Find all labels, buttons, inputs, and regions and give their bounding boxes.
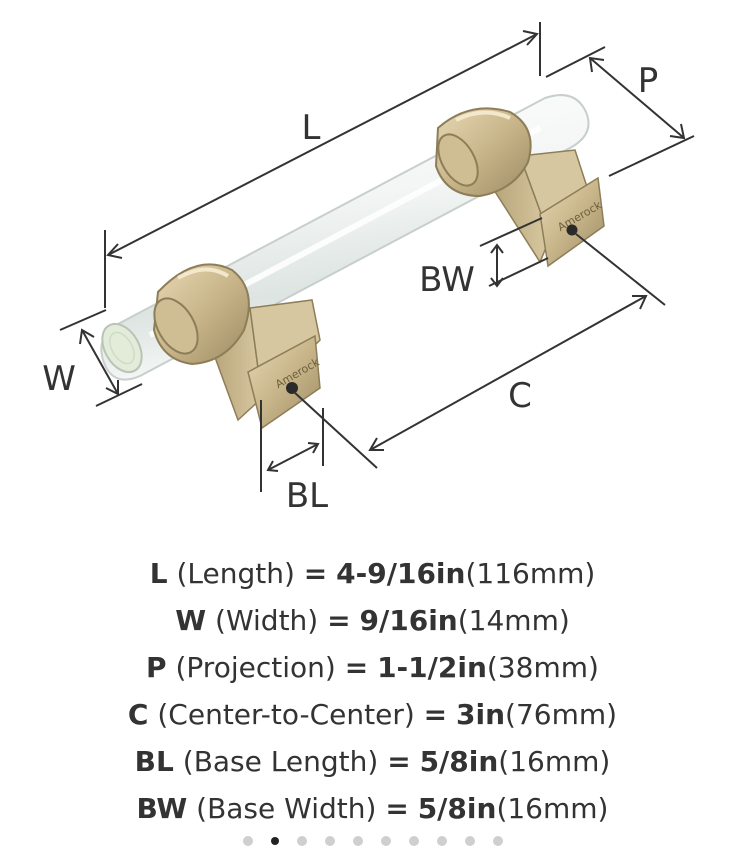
spec-metric: (38mm) <box>486 651 599 684</box>
spec-code: BL <box>134 745 174 778</box>
spec-metric: (16mm) <box>496 792 609 825</box>
dimension-label-l: L <box>302 108 321 148</box>
spec-row-projection: P (Projection) = 1-1/2in(38mm) <box>0 644 745 691</box>
spec-name: (Projection) <box>175 651 336 684</box>
spec-name: (Base Length) <box>182 745 379 778</box>
spec-equals: = <box>387 745 411 778</box>
spec-name: (Center-to-Center) <box>157 698 415 731</box>
spec-row-base-length: BL (Base Length) = 5/8in(16mm) <box>0 738 745 785</box>
spec-row-width: W (Width) = 9/16in(14mm) <box>0 597 745 644</box>
left-post: Amerock <box>204 299 322 430</box>
spec-code: L <box>149 557 168 590</box>
spec-equals: = <box>385 792 409 825</box>
carousel-dot[interactable] <box>408 836 419 846</box>
spec-name: (Base Width) <box>196 792 377 825</box>
spec-imperial: 3in <box>456 698 506 731</box>
spec-equals: = <box>303 557 328 590</box>
dimension-lines <box>59 22 695 492</box>
spec-code: C <box>127 698 149 731</box>
spec-imperial: 9/16in <box>359 604 458 637</box>
spec-equals: = <box>344 651 369 684</box>
spec-row-center-to-center: C (Center-to-Center) = 3in(76mm) <box>0 691 745 738</box>
spec-metric: (14mm) <box>457 604 570 637</box>
carousel-dot[interactable] <box>352 836 363 846</box>
spec-metric: (16mm) <box>498 745 611 778</box>
spec-imperial: 4-9/16in <box>336 557 466 590</box>
spec-row-length: L (Length) = 4-9/16in(116mm) <box>0 550 745 597</box>
spec-row-base-width: BW (Base Width) = 5/8in(16mm) <box>0 785 745 832</box>
dimension-label-bw: BW <box>419 260 475 300</box>
carousel-dot[interactable] <box>296 836 307 846</box>
carousel-dot[interactable] <box>492 836 503 846</box>
carousel-dot[interactable] <box>464 836 475 846</box>
right-collar <box>434 107 532 198</box>
carousel-dot[interactable] <box>380 836 391 846</box>
carousel-dot[interactable] <box>324 836 335 846</box>
spec-metric: (116mm) <box>465 557 596 590</box>
dimension-label-w: W <box>42 359 76 399</box>
spec-metric: (76mm) <box>505 698 618 731</box>
left-collar <box>152 263 250 366</box>
spec-imperial: 1-1/2in <box>377 651 487 684</box>
spec-name: (Width) <box>215 604 319 637</box>
spec-equals: = <box>423 698 448 731</box>
dimension-label-c: C <box>508 376 532 416</box>
carousel-pagination <box>0 836 745 848</box>
spec-equals: = <box>327 604 351 637</box>
spec-code: BW <box>136 792 188 825</box>
spec-code: W <box>175 604 207 637</box>
carousel-dot[interactable] <box>242 836 253 846</box>
specifications-list: L (Length) = 4-9/16in(116mm) W (Width) =… <box>0 550 745 832</box>
dimension-label-p: P <box>638 61 659 101</box>
spec-imperial: 5/8in <box>419 745 499 778</box>
spec-name: (Length) <box>176 557 295 590</box>
carousel-dot[interactable] <box>436 836 447 846</box>
spec-imperial: 5/8in <box>417 792 497 825</box>
dimension-label-bl: BL <box>286 476 328 516</box>
spec-code: P <box>146 651 167 684</box>
carousel-dot[interactable] <box>270 837 279 845</box>
product-dimension-diagram: Amerock Amerock <box>42 22 695 516</box>
